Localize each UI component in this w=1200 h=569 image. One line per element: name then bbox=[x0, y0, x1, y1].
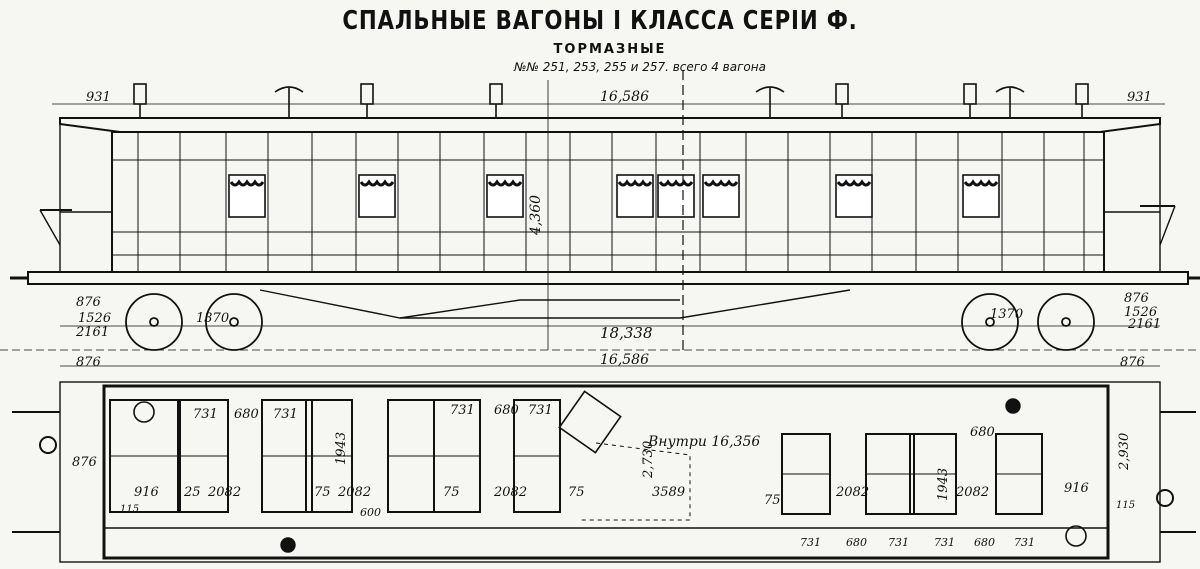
dim-731-g: 731 bbox=[934, 536, 955, 549]
window-1 bbox=[228, 174, 266, 218]
dim-731-c: 731 bbox=[450, 403, 475, 418]
dim-75-a: 75 bbox=[314, 485, 331, 500]
dim-731-d: 731 bbox=[528, 403, 553, 418]
roof-vent-5 bbox=[963, 83, 977, 105]
dim-680-b: 680 bbox=[494, 403, 519, 418]
dim-height: 4,360 bbox=[528, 195, 544, 236]
drawing-title: СПАЛЬНЫЕ ВАГОНЫ I КЛАССА СЕРІИ Ф. bbox=[342, 6, 858, 36]
dim-end-left: 931 bbox=[86, 90, 111, 105]
dim-1943-a: 1943 bbox=[334, 432, 349, 465]
plan-view bbox=[12, 365, 1196, 563]
roof-vent-6 bbox=[1075, 83, 1089, 105]
roof-vent-3 bbox=[489, 83, 503, 105]
dim-916-b: 916 bbox=[1064, 481, 1089, 496]
roof-vent-4 bbox=[835, 83, 849, 105]
dim-2082-c: 2082 bbox=[493, 485, 527, 500]
dim-width: 2,930 bbox=[1117, 433, 1132, 471]
roof-lamp-3 bbox=[995, 86, 1025, 118]
dim-731-h: 731 bbox=[1014, 536, 1035, 549]
dim-680-e: 680 bbox=[974, 536, 995, 549]
dim-600: 600 bbox=[360, 506, 381, 519]
dim-2161-right: 2161 bbox=[1127, 317, 1161, 332]
roof-lamp-1 bbox=[274, 86, 304, 118]
roof-lamp-2 bbox=[755, 86, 785, 118]
roof-vent-2 bbox=[360, 83, 374, 105]
dim-680-c: 680 bbox=[970, 425, 995, 440]
dim-115-a: 115 bbox=[120, 504, 139, 515]
drawing-subtitle: ТОРМАЗНЫЕ bbox=[553, 42, 667, 57]
dim-2082-d: 2082 bbox=[835, 485, 869, 500]
dim-115-b: 115 bbox=[1116, 500, 1135, 511]
dim-731-a: 731 bbox=[193, 407, 218, 422]
dim-3589: 3589 bbox=[652, 485, 685, 500]
dim-75-d: 75 bbox=[764, 493, 781, 508]
dim-75-b: 75 bbox=[443, 485, 460, 500]
dim-75-c: 75 bbox=[568, 485, 585, 500]
dim-2161-left: 2161 bbox=[75, 325, 109, 340]
dim-2082-a: 2082 bbox=[207, 485, 241, 500]
dim-876-plan-left: 876 bbox=[76, 355, 101, 370]
dim-1370-right: 1370 bbox=[990, 307, 1023, 322]
dim-1526-right: 1526 bbox=[1124, 305, 1157, 320]
dim-916-a: 916 bbox=[134, 485, 159, 500]
dim-876-plan-end: 876 bbox=[72, 455, 97, 470]
dim-731-f: 731 bbox=[888, 536, 909, 549]
car-numbers: №№ 251, 253, 255 и 257. всего 4 вагона bbox=[514, 60, 766, 74]
dim-overall-plan: 16,586 bbox=[600, 352, 649, 368]
dim-876-left: 876 bbox=[76, 295, 101, 310]
dim-end-right: 931 bbox=[1127, 90, 1152, 105]
side-elevation bbox=[0, 70, 1200, 351]
wheel-4 bbox=[1037, 293, 1095, 351]
dim-buffer-length: 18,338 bbox=[600, 324, 653, 342]
dim-680-a: 680 bbox=[234, 407, 259, 422]
wheel-1 bbox=[125, 293, 183, 351]
dim-731-e: 731 bbox=[800, 536, 821, 549]
dim-inner-length: Внутри 16,356 bbox=[647, 434, 760, 450]
wheel-3 bbox=[961, 293, 1019, 351]
dim-2082-b: 2082 bbox=[337, 485, 371, 500]
dim-corridor-width: 2,730 bbox=[641, 441, 656, 479]
dim-overall-top: 16,586 bbox=[600, 89, 649, 105]
dim-876-right: 876 bbox=[1124, 291, 1149, 306]
dim-1526-left: 1526 bbox=[78, 311, 111, 326]
dim-680-d: 680 bbox=[846, 536, 867, 549]
dim-25: 25 bbox=[183, 485, 201, 500]
dim-731-b: 731 bbox=[273, 407, 298, 422]
roof-vent-1 bbox=[133, 83, 147, 105]
dim-1370-left: 1370 bbox=[196, 311, 229, 326]
dim-2082-e: 2082 bbox=[955, 485, 989, 500]
dim-1943-b: 1943 bbox=[936, 468, 951, 501]
dim-876-plan-right: 876 bbox=[1120, 355, 1145, 370]
